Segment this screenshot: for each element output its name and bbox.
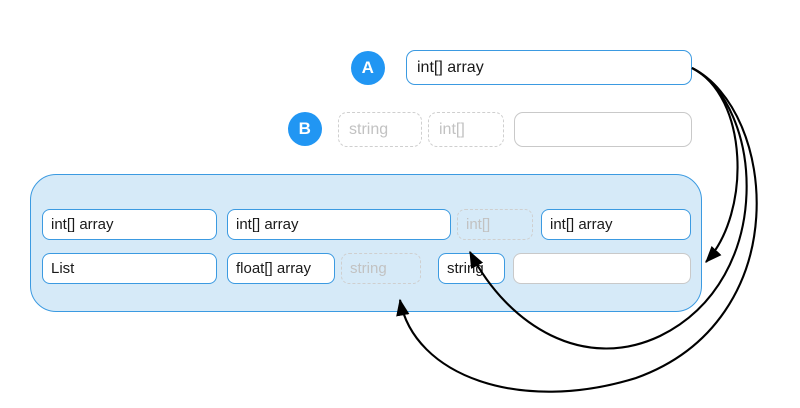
row-badge-a: A bbox=[351, 51, 385, 85]
chip-label: string bbox=[350, 260, 387, 277]
panel-row2-chip-float-array[interactable]: float[] array bbox=[227, 253, 335, 284]
panel-row1-chip-int-array-1[interactable]: int[] array bbox=[42, 209, 217, 240]
panel-row1-chip-int-array-3[interactable]: int[] array bbox=[541, 209, 691, 240]
row-b-empty-chip[interactable] bbox=[514, 112, 692, 147]
chip-label: int[] bbox=[466, 216, 491, 233]
panel-row2-empty-chip[interactable] bbox=[513, 253, 691, 284]
chip-label: int[] array bbox=[51, 216, 114, 233]
chip-label: float[] array bbox=[236, 260, 312, 277]
chip-label: string bbox=[447, 260, 484, 277]
row-badge-b: B bbox=[288, 112, 322, 146]
row-b-ghost-int-array[interactable]: int[] bbox=[428, 112, 504, 147]
chip-label: int[] array bbox=[417, 58, 484, 76]
candidate-panel: int[] array int[] array int[] int[] arra… bbox=[30, 174, 702, 312]
panel-row2-chip-list[interactable]: List bbox=[42, 253, 217, 284]
chip-label: int[] array bbox=[236, 216, 299, 233]
panel-row2-chip-string[interactable]: string bbox=[438, 253, 505, 284]
chip-label: List bbox=[51, 260, 75, 277]
panel-row1-chip-int-array-2[interactable]: int[] array bbox=[227, 209, 451, 240]
row-a-chip-int-array[interactable]: int[] array bbox=[406, 50, 692, 85]
chip-label: string bbox=[349, 120, 389, 138]
row-b-ghost-string[interactable]: string bbox=[338, 112, 422, 147]
panel-row2-ghost-string[interactable]: string bbox=[341, 253, 421, 284]
panel-row1-ghost-int-array[interactable]: int[] bbox=[457, 209, 533, 240]
chip-label: int[] array bbox=[550, 216, 613, 233]
chip-label: int[] bbox=[439, 120, 465, 138]
